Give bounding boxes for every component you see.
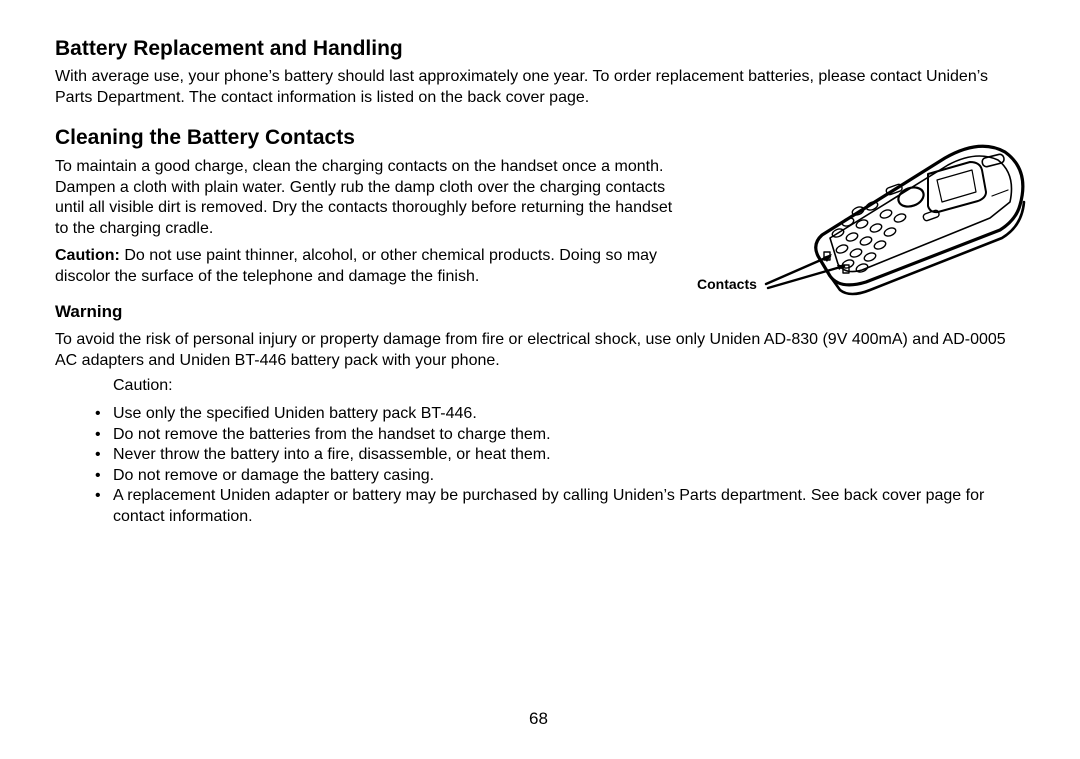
list-item: Do not remove the batteries from the han… [55,425,1030,446]
caution-text: Do not use paint thinner, alcohol, or ot… [55,247,658,285]
cleaning-paragraph: To maintain a good charge, clean the cha… [55,158,673,237]
battery-replacement-paragraph: With average use, your phone’s battery s… [55,68,988,106]
handset-illustration [690,140,1035,300]
list-item: Do not remove or damage the battery casi… [55,466,1030,487]
cleaning-caution-paragraph: Caution: Do not use paint thinner, alcoh… [55,246,675,287]
list-item: A replacement Uniden adapter or battery … [55,486,1030,527]
warning-paragraph: To avoid the risk of personal injury or … [55,331,1006,369]
warning-bullet-list: Use only the specified Uniden battery pa… [55,404,1030,527]
section-title-warning: Warning [55,302,123,321]
handset-drawing [814,144,1026,296]
caution-label: Caution: [55,247,120,264]
contacts-figure-label: Contacts [697,276,757,292]
list-item: Never throw the battery into a fire, dis… [55,445,1030,466]
section-title-cleaning-contacts: Cleaning the Battery Contacts [55,126,355,149]
list-item: Use only the specified Uniden battery pa… [55,404,1030,425]
warning-caution-heading: Caution: [113,377,173,394]
section-title-battery-replacement: Battery Replacement and Handling [55,37,403,60]
page-number: 68 [529,709,548,728]
contacts-callout-arrows [764,254,846,290]
